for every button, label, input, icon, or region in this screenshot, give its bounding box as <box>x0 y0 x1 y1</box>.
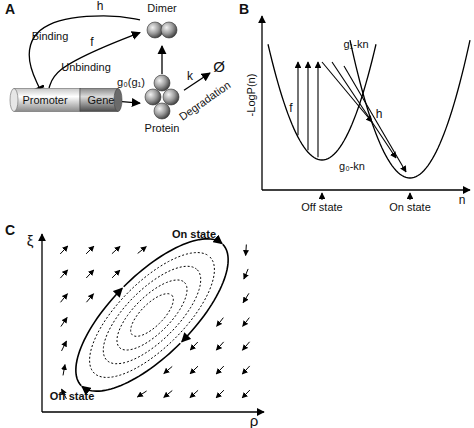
state-label: On state <box>172 229 216 240</box>
vector-field-arrow <box>243 318 250 327</box>
edge-label: Binding <box>32 31 69 42</box>
orbit-dotted <box>90 253 215 378</box>
x-axis <box>42 411 264 412</box>
vector-field-arrow <box>216 342 223 350</box>
node-label: Protein <box>140 121 184 135</box>
vector-field-arrow <box>245 245 247 256</box>
limit-cycle <box>76 288 122 386</box>
edge-label: Unbinding <box>61 62 111 73</box>
rate-symbol: f <box>289 102 292 114</box>
orbit-dotted <box>103 266 200 363</box>
transition-arrow <box>321 193 322 200</box>
edge-label: g₀(g₁) <box>117 77 145 88</box>
x-axis <box>262 189 470 190</box>
vector-field-arrow <box>190 342 198 350</box>
orbit-dotted <box>131 294 174 337</box>
state-label: Off state <box>301 202 342 213</box>
state-label: On state <box>389 202 431 213</box>
vector-field-arrow <box>61 294 68 303</box>
transition-arrow <box>409 193 410 200</box>
rate-symbol: f <box>90 36 93 48</box>
vector-field-arrow <box>62 341 67 351</box>
vector-field-arrow <box>217 318 224 327</box>
limit-cycle <box>82 343 180 391</box>
vector-field-arrow <box>190 390 198 397</box>
vector-field-arrow <box>216 390 224 398</box>
node-label: Promoter <box>10 88 80 112</box>
vector-field-arrow <box>86 246 94 254</box>
vector-field-arrow <box>244 269 248 279</box>
vector-field-arrow <box>86 294 93 302</box>
panel-label: C <box>5 223 15 237</box>
orbit-dotted <box>117 280 187 350</box>
reaction-arrow <box>122 102 140 103</box>
transition-arrow <box>344 66 406 172</box>
vector-field-arrow <box>86 270 94 278</box>
vector-field-arrow <box>61 317 67 326</box>
vector-field-arrow <box>164 391 173 398</box>
vector-field-arrow <box>138 247 147 254</box>
transition-arrow <box>307 62 308 150</box>
rate-symbol: k <box>187 70 193 82</box>
node-label: Dimer <box>140 2 184 15</box>
reaction-arrow <box>161 46 162 74</box>
vector-field-arrow <box>112 246 120 253</box>
vector-field-arrow <box>242 390 250 398</box>
node-label: Ø <box>210 58 228 76</box>
dimer-shape <box>140 16 184 46</box>
y-axis <box>41 234 42 412</box>
transition-arrow <box>297 62 298 135</box>
axis-label: ξ <box>27 233 34 248</box>
edge-label: Degradation <box>177 79 232 122</box>
curve-label: g₁-kn <box>343 39 368 50</box>
dimer-complex: Dimer <box>140 2 184 46</box>
gene-segment: Gene <box>80 88 122 112</box>
axis-label: ρ <box>250 413 259 428</box>
vector-field-arrow <box>60 246 68 254</box>
transition-arrow <box>317 62 318 157</box>
panel-label: A <box>5 2 15 16</box>
y-axis <box>261 16 262 190</box>
vector-field-arrow <box>137 391 146 397</box>
vector-field-arrow <box>60 270 67 278</box>
phase-panel <box>42 234 264 412</box>
degradation-sink: Ø <box>210 58 228 76</box>
limit-cycle <box>124 239 222 287</box>
limit-cycle <box>182 244 228 342</box>
node-label: Gene <box>80 88 122 112</box>
promoter-segment: Promoter <box>10 88 80 112</box>
state-label: Off state <box>50 391 95 402</box>
vector-field-arrow <box>242 366 249 374</box>
potential-curve <box>350 40 470 178</box>
rate-symbol: h <box>97 0 104 12</box>
axis-label: n <box>459 194 466 206</box>
vector-field-arrow <box>216 366 224 374</box>
vector-field-arrow <box>190 366 198 374</box>
energy-panel <box>262 16 470 200</box>
vector-field-arrow <box>164 366 172 373</box>
transition-arrow <box>332 62 396 158</box>
vector-field-arrow <box>63 365 65 376</box>
axis-label: -LogP(n) <box>246 74 257 117</box>
vector-field-arrow <box>242 342 249 350</box>
protein-monomers: Protein <box>140 74 184 136</box>
rate-symbol: h <box>376 108 383 120</box>
vector-field-arrow <box>243 293 249 302</box>
curve-label: g₀-kn <box>339 161 365 172</box>
vector-field-arrow <box>112 270 120 278</box>
potential-curve <box>268 44 376 160</box>
panel-label: B <box>239 2 249 16</box>
